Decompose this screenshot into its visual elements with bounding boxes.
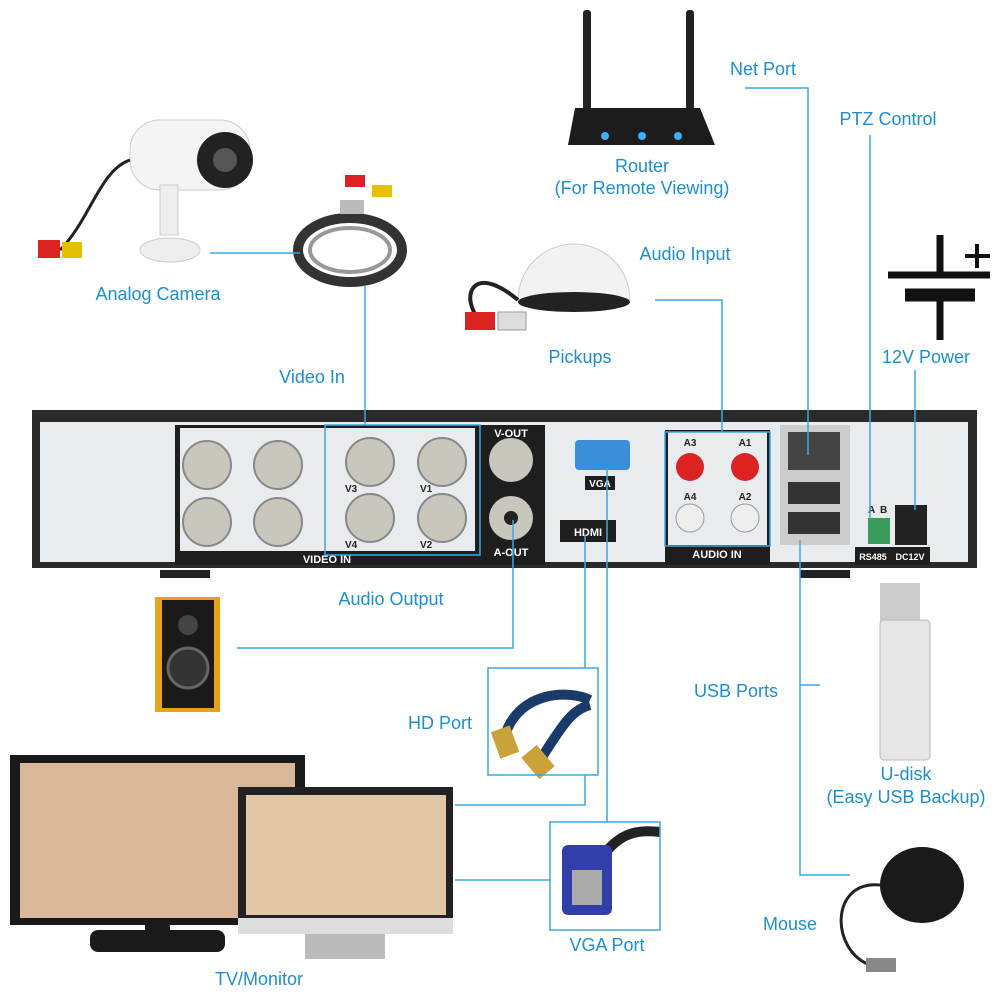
router-image bbox=[568, 10, 715, 145]
pickups-label: Pickups bbox=[548, 347, 612, 367]
video-in-label: Video In bbox=[279, 367, 345, 387]
svg-text:V1: V1 bbox=[420, 484, 433, 495]
analog-camera-label: Analog Camera bbox=[95, 284, 221, 304]
rs485-label: RS485 bbox=[859, 552, 887, 562]
usb-ports-label: USB Ports bbox=[693, 681, 779, 701]
analog-camera-image bbox=[38, 119, 253, 263]
hdmi-cable-image bbox=[490, 689, 593, 780]
svg-text:A3: A3 bbox=[684, 438, 697, 449]
mouse-label: Mouse bbox=[762, 914, 818, 934]
svg-text:A1: A1 bbox=[739, 438, 752, 449]
mouse-image bbox=[839, 847, 964, 972]
video-in-panel-label: VIDEO IN bbox=[303, 554, 351, 566]
udisk-label: U-disk bbox=[880, 764, 932, 784]
dc12v-label: DC12V bbox=[895, 552, 924, 562]
ptz-control-label: PTZ Control bbox=[839, 109, 937, 129]
svg-text:V2: V2 bbox=[420, 540, 433, 551]
net-port-label: Net Port bbox=[729, 59, 797, 79]
vga-label: VGA bbox=[589, 479, 611, 490]
router-sub-label: (For Remote Viewing) bbox=[554, 178, 730, 198]
hd-port-label: HD Port bbox=[407, 713, 473, 733]
svg-text:A4: A4 bbox=[684, 492, 697, 503]
dvr-rear-panel bbox=[32, 410, 977, 578]
hdmi-label: HDMI bbox=[574, 527, 602, 539]
audio-output-label: Audio Output bbox=[338, 589, 444, 609]
router-label: Router bbox=[614, 156, 670, 176]
svg-text:B: B bbox=[880, 505, 887, 516]
vga-cable-image bbox=[562, 826, 661, 915]
udisk-sub-label: (Easy USB Backup) bbox=[826, 787, 986, 807]
connector-lines bbox=[210, 87, 916, 931]
pickup-microphone-image bbox=[465, 243, 631, 331]
power-label: 12V Power bbox=[881, 347, 971, 367]
video-cable-image bbox=[293, 175, 407, 287]
svg-text:A: A bbox=[868, 505, 875, 516]
speaker-image bbox=[155, 597, 220, 712]
svg-text:A2: A2 bbox=[739, 492, 752, 503]
svg-text:V3: V3 bbox=[345, 484, 358, 495]
audio-in-label: AUDIO IN bbox=[692, 549, 742, 561]
vga-port-label: VGA Port bbox=[569, 935, 645, 955]
v-out-label: V-OUT bbox=[494, 428, 528, 440]
panel-labels: V-OUT A-OUT HDMI AUDIO IN VIDEO IN RS485… bbox=[303, 428, 925, 566]
channel-labels: VGA A3 A1 A4 A2 V3 V1 V4 V2 A B bbox=[345, 438, 887, 551]
usb-disk-image bbox=[879, 583, 931, 761]
tv-monitor-label: TV/Monitor bbox=[214, 969, 304, 989]
tv-monitor-image bbox=[10, 755, 453, 959]
svg-text:V4: V4 bbox=[345, 540, 358, 551]
audio-input-label: Audio Input bbox=[639, 244, 731, 264]
dc-power-symbol bbox=[888, 235, 990, 340]
a-out-label: A-OUT bbox=[494, 547, 529, 559]
